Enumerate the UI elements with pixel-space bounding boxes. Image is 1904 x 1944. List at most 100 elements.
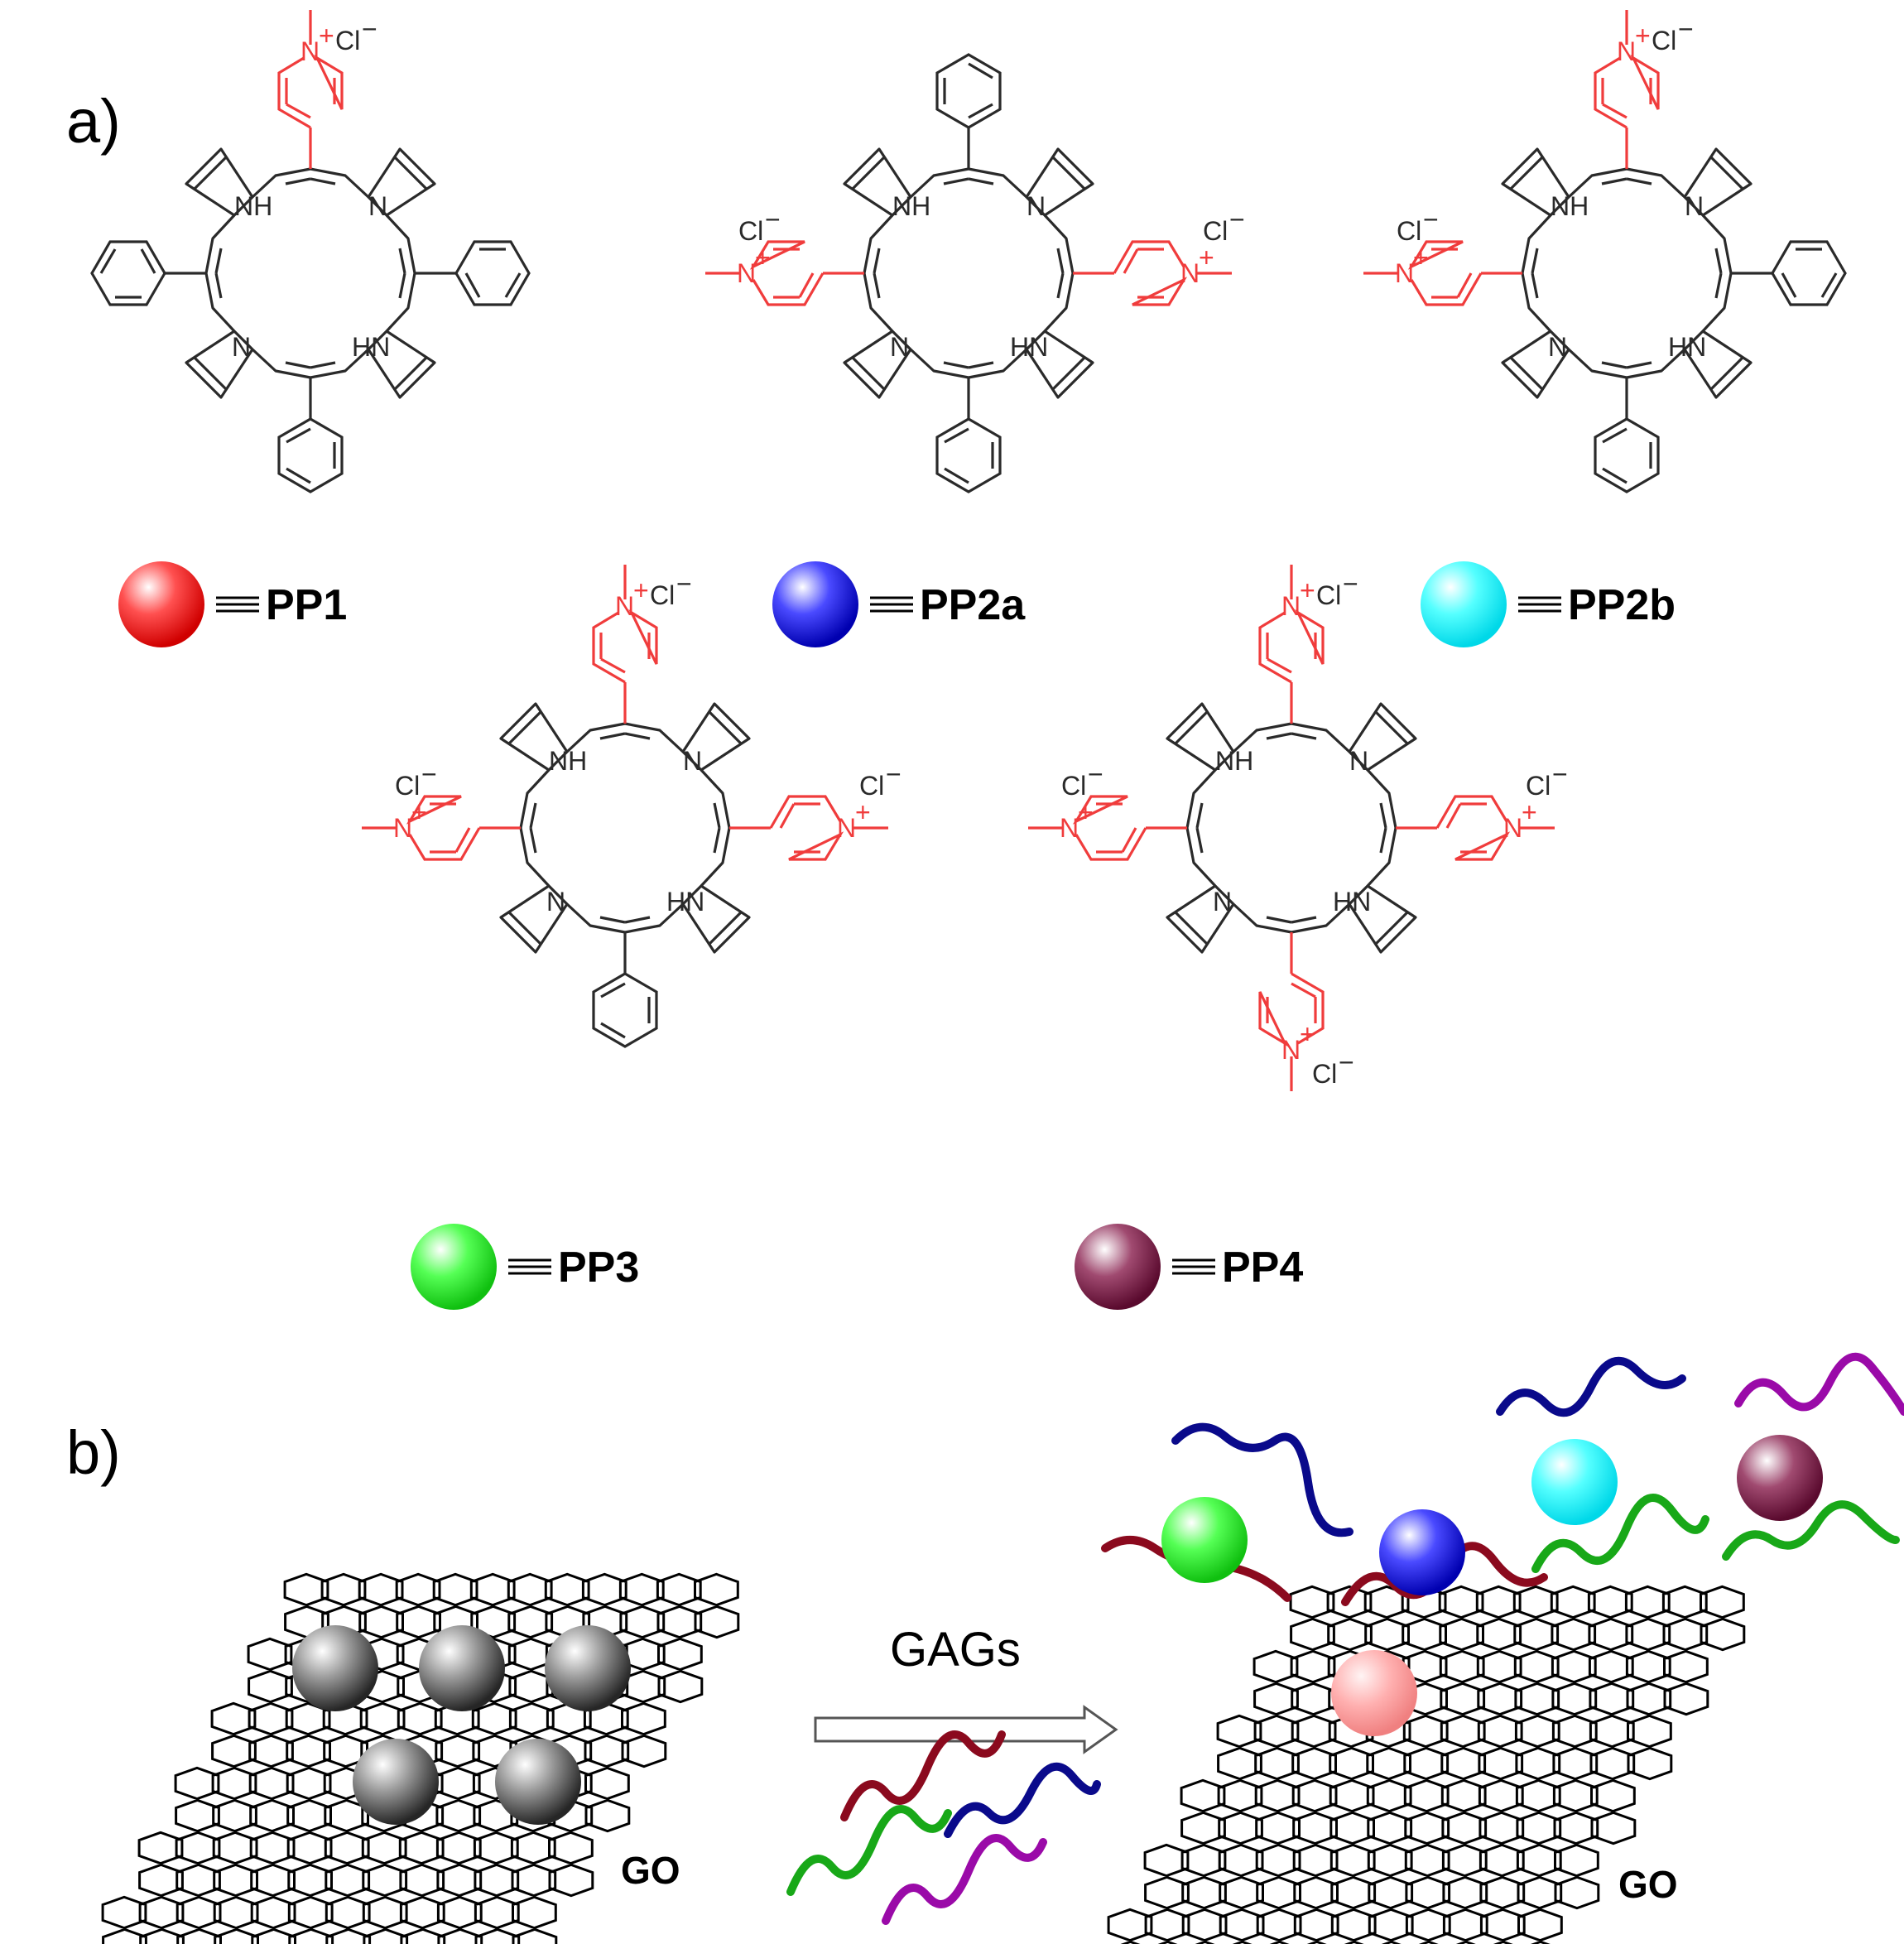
positive-charge: + — [411, 797, 427, 827]
negative-charge: − — [765, 205, 781, 234]
equivalence-sign — [216, 596, 259, 613]
pyridinium-substituent — [704, 240, 866, 306]
atom-label: HN — [1010, 332, 1048, 362]
reaction-arrow — [814, 1705, 1118, 1754]
gag-strand — [1496, 1356, 1686, 1417]
positive-charge: + — [1300, 1019, 1315, 1049]
negative-charge: − — [886, 759, 902, 789]
phenyl-substituent — [277, 376, 344, 493]
gag-strand — [1722, 1500, 1900, 1561]
quenched-sphere — [495, 1739, 581, 1825]
pyridinium-substituent — [1027, 795, 1189, 861]
atom-label: HN — [1333, 887, 1371, 917]
go-sheet-right — [1107, 1585, 1746, 1944]
chloride-counterion: Cl — [1652, 26, 1676, 55]
positive-charge: + — [1300, 575, 1315, 605]
gag-strand — [882, 1834, 1047, 1925]
pyridinium-nitrogen: N — [837, 813, 856, 843]
go-sheet-left — [101, 1572, 740, 1944]
panel-b-label: b) — [66, 1418, 121, 1487]
atom-label: N — [1213, 887, 1232, 917]
pyridinium-nitrogen: N — [301, 36, 320, 66]
atom-label: NH — [892, 191, 930, 221]
compound-sphere — [1421, 561, 1507, 647]
negative-charge: − — [362, 14, 377, 44]
chloride-counterion: Cl — [1397, 216, 1421, 246]
gag-strand — [786, 1805, 952, 1896]
atom-label: HN — [666, 887, 704, 917]
purple-sphere — [1737, 1435, 1823, 1521]
pyridinium-nitrogen: N — [1281, 1035, 1301, 1065]
positive-charge: + — [1078, 797, 1094, 827]
panel-a-label: a) — [66, 87, 121, 156]
compound-name: PP2a — [920, 581, 1026, 629]
pyridinium-nitrogen: N — [1617, 36, 1636, 66]
positive-charge: + — [1522, 797, 1537, 827]
atom-label: N — [890, 332, 909, 362]
positive-charge: + — [1199, 243, 1214, 272]
go-label-left: GO — [621, 1849, 680, 1892]
compound-sphere — [1075, 1224, 1161, 1310]
blue-sphere — [1379, 1509, 1465, 1595]
arrow-label: GAGs — [890, 1623, 1021, 1677]
chloride-counterion: Cl — [335, 26, 360, 55]
phenyl-substituent — [935, 53, 1002, 171]
equivalence-sign — [508, 1258, 551, 1275]
negative-charge: − — [1088, 759, 1103, 789]
atom-label: N — [1349, 746, 1368, 776]
pyridinium-nitrogen: N — [1395, 258, 1414, 288]
atom-label: N — [683, 746, 702, 776]
atom-label: NH — [1215, 746, 1253, 776]
quenched-sphere — [353, 1739, 439, 1825]
negative-charge: − — [676, 569, 692, 599]
atom-label: NH — [234, 191, 272, 221]
phenyl-substituent — [1594, 376, 1660, 493]
negative-charge: − — [1343, 569, 1358, 599]
released-complexes — [1101, 1352, 1904, 1606]
pyridinium-nitrogen: N — [1060, 813, 1079, 843]
atom-label: HN — [352, 332, 390, 362]
equivalence-sign — [1172, 1258, 1215, 1275]
positive-charge: + — [633, 575, 649, 605]
negative-charge: − — [1552, 759, 1568, 789]
phenyl-substituent — [935, 376, 1002, 493]
negative-charge: − — [1339, 1047, 1354, 1077]
equivalence-sign — [1518, 596, 1561, 613]
go-label-right: GO — [1618, 1863, 1678, 1906]
atom-label: N — [1548, 332, 1567, 362]
negative-charge: − — [421, 759, 437, 789]
chloride-counterion: Cl — [1316, 580, 1341, 610]
chloride-counterion: Cl — [1061, 771, 1086, 801]
gag-strand — [840, 1730, 1006, 1821]
gag-strand — [1734, 1352, 1904, 1416]
chloride-counterion: Cl — [1526, 771, 1551, 801]
chloride-counterion: Cl — [859, 771, 884, 801]
compound-name: PP3 — [558, 1244, 639, 1292]
green-sphere — [1161, 1497, 1248, 1583]
cyan-sphere — [1531, 1439, 1618, 1525]
pyridinium-substituent — [1362, 240, 1524, 306]
positive-charge: + — [855, 797, 871, 827]
phenyl-substituent — [413, 240, 531, 306]
compound-name: PP4 — [1222, 1244, 1303, 1292]
phenyl-substituent — [592, 931, 658, 1048]
chloride-counterion: Cl — [738, 216, 763, 246]
compound-name: PP2b — [1568, 581, 1676, 629]
negative-charge: − — [1678, 14, 1694, 44]
pyridinium-nitrogen: N — [393, 813, 412, 843]
positive-charge: + — [1413, 243, 1429, 272]
pyridinium-nitrogen: N — [615, 591, 634, 621]
atom-label: N — [368, 191, 387, 221]
atom-label: NH — [1551, 191, 1589, 221]
phenyl-substituent — [90, 240, 208, 306]
atom-label: NH — [549, 746, 587, 776]
compound-name: PP1 — [266, 581, 347, 629]
positive-charge: + — [1635, 21, 1651, 51]
gag-strand — [944, 1762, 1101, 1838]
chloride-counterion: Cl — [395, 771, 420, 801]
pyridinium-substituent — [360, 795, 522, 861]
